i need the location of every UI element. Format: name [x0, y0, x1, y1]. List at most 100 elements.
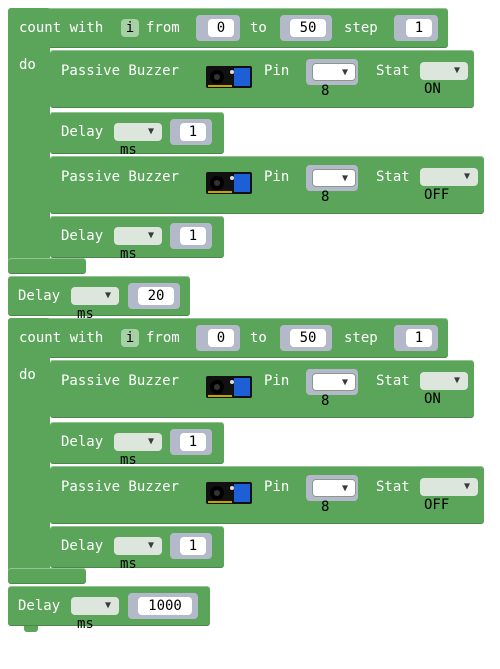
loop-variable[interactable]: i	[121, 19, 139, 37]
delay-label: Delay	[61, 538, 104, 554]
unit-dropdown[interactable]: ms ▼	[71, 597, 119, 632]
pin-value: 8	[321, 83, 330, 99]
chevron-down-icon: ▼	[105, 600, 112, 611]
unit-value: ms	[120, 556, 137, 572]
from-label: from	[146, 330, 180, 346]
buzzer-module-icon	[206, 482, 252, 504]
chevron-down-icon: ▼	[342, 67, 349, 78]
delay-block[interactable]: Delay ms ▼ 20	[8, 276, 190, 322]
delay-block[interactable]: Delay ms ▼ 1	[50, 216, 224, 262]
to-value[interactable]: 50	[290, 329, 326, 347]
chevron-down-icon: ▼	[454, 375, 461, 386]
buzzer-label: Passive Buzzer	[61, 373, 180, 389]
pin-dropdown[interactable]: 8 ▼	[312, 169, 356, 205]
chevron-down-icon: ▼	[148, 436, 155, 447]
to-label: to	[250, 20, 267, 36]
to-value[interactable]: 50	[290, 19, 326, 37]
pin-label: Pin	[264, 169, 290, 185]
unit-dropdown[interactable]: ms ▼	[114, 123, 162, 158]
from-value[interactable]: 0	[208, 19, 234, 37]
passive-buzzer-block[interactable]: Passive Buzzer Pin 8 ▼ Stat ON ▼	[50, 360, 474, 418]
unit-value: ms	[120, 142, 137, 158]
unit-dropdown[interactable]: ms ▼	[114, 537, 162, 572]
from-value[interactable]: 0	[208, 329, 234, 347]
delay-block[interactable]: Delay ms ▼ 1	[50, 422, 224, 468]
pin-value: 8	[321, 393, 330, 409]
stat-dropdown[interactable]: OFF ▼	[420, 168, 478, 203]
buzzer-label: Passive Buzzer	[61, 479, 180, 495]
from-label: from	[146, 20, 180, 36]
unit-dropdown[interactable]: ms ▼	[114, 433, 162, 468]
step-value[interactable]: 1	[406, 19, 432, 37]
stat-label: Stat	[376, 63, 410, 79]
chevron-down-icon: ▼	[105, 290, 112, 301]
unit-value: ms	[120, 452, 137, 468]
pin-value: 8	[321, 189, 330, 205]
stat-dropdown[interactable]: OFF ▼	[420, 478, 478, 513]
step-label: step	[344, 20, 378, 36]
chevron-down-icon: ▼	[342, 377, 349, 388]
delay-block[interactable]: Delay ms ▼ 1	[50, 112, 224, 158]
buzzer-label: Passive Buzzer	[61, 169, 180, 185]
chevron-down-icon: ▼	[464, 481, 471, 492]
stat-label: Stat	[376, 169, 410, 185]
delay-block[interactable]: Delay ms ▼ 1	[50, 526, 224, 572]
chevron-down-icon: ▼	[342, 483, 349, 494]
passive-buzzer-block[interactable]: Passive Buzzer Pin 8 ▼ Stat OFF ▼	[50, 156, 484, 214]
buzzer-module-icon	[206, 376, 252, 398]
pin-label: Pin	[264, 479, 290, 495]
do-label: do	[19, 57, 36, 73]
delay-value[interactable]: 1	[180, 123, 206, 141]
step-label: step	[344, 330, 378, 346]
stat-value: OFF	[424, 187, 450, 203]
stat-value: OFF	[424, 497, 450, 513]
delay-value[interactable]: 1000	[138, 597, 192, 615]
stat-value: ON	[424, 81, 441, 97]
pin-value: 8	[321, 499, 330, 515]
pin-dropdown[interactable]: 8 ▼	[312, 373, 356, 409]
stat-value: ON	[424, 391, 441, 407]
unit-value: ms	[77, 616, 94, 632]
passive-buzzer-block[interactable]: Passive Buzzer Pin 8 ▼ Stat OFF ▼	[50, 466, 484, 524]
loop-footer[interactable]	[8, 568, 86, 584]
chevron-down-icon: ▼	[464, 171, 471, 182]
delay-label: Delay	[61, 228, 104, 244]
stat-dropdown[interactable]: ON ▼	[420, 372, 468, 407]
delay-label: Delay	[61, 434, 104, 450]
chevron-down-icon: ▼	[454, 65, 461, 76]
delay-label: Delay	[18, 288, 61, 304]
stat-label: Stat	[376, 373, 410, 389]
delay-value[interactable]: 1	[180, 433, 206, 451]
step-value[interactable]: 1	[406, 329, 432, 347]
delay-value[interactable]: 1	[180, 227, 206, 245]
delay-value[interactable]: 1	[180, 537, 206, 555]
delay-label: Delay	[18, 598, 61, 614]
passive-buzzer-block[interactable]: Passive Buzzer Pin 8 ▼ Stat ON ▼	[50, 50, 474, 108]
unit-dropdown[interactable]: ms ▼	[114, 227, 162, 262]
chevron-down-icon: ▼	[148, 230, 155, 241]
loop-footer[interactable]	[8, 258, 86, 274]
count-label: count with	[19, 330, 104, 346]
chevron-down-icon: ▼	[148, 540, 155, 551]
buzzer-module-icon	[206, 172, 252, 194]
stat-dropdown[interactable]: ON ▼	[420, 62, 468, 97]
unit-dropdown[interactable]: ms ▼	[71, 287, 119, 322]
loop-variable[interactable]: i	[121, 329, 139, 347]
buzzer-label: Passive Buzzer	[61, 63, 180, 79]
loop-spine[interactable]	[8, 318, 50, 583]
count-label: count with	[19, 20, 104, 36]
pin-dropdown[interactable]: 8 ▼	[312, 63, 356, 99]
block-bottom-notch	[24, 626, 38, 632]
buzzer-module-icon	[206, 66, 252, 88]
delay-value[interactable]: 20	[138, 287, 174, 305]
pin-label: Pin	[264, 373, 290, 389]
delay-label: Delay	[61, 124, 104, 140]
pin-label: Pin	[264, 63, 290, 79]
unit-value: ms	[120, 246, 137, 262]
chevron-down-icon: ▼	[148, 126, 155, 137]
delay-block[interactable]: Delay ms ▼ 1000	[8, 586, 210, 632]
chevron-down-icon: ▼	[342, 173, 349, 184]
do-label: do	[19, 367, 36, 383]
pin-dropdown[interactable]: 8 ▼	[312, 479, 356, 515]
loop-spine[interactable]	[8, 8, 50, 273]
